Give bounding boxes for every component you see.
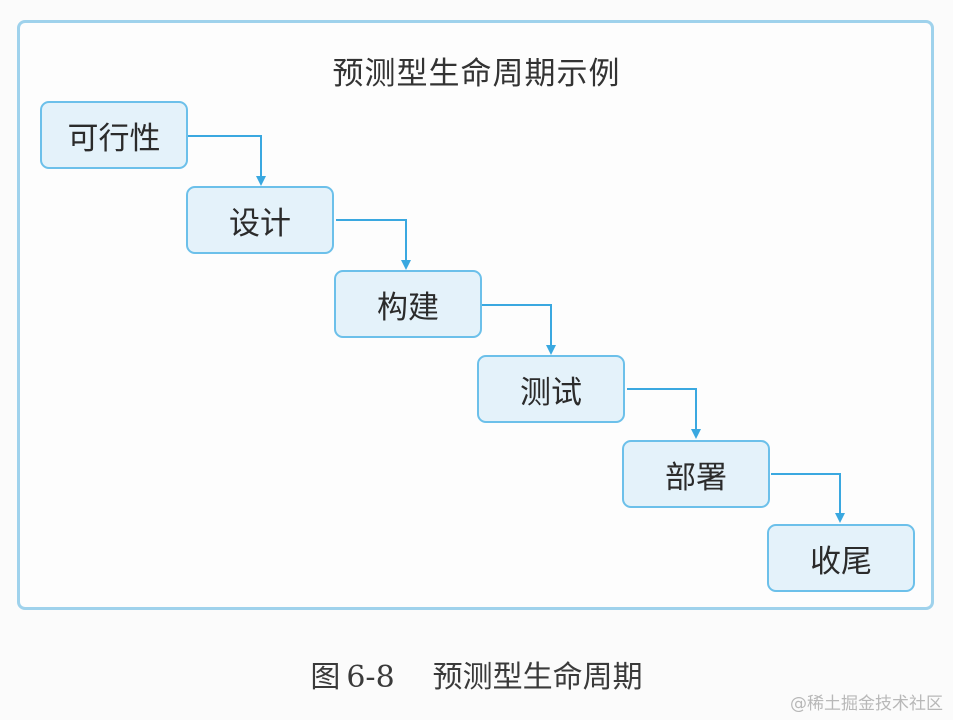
step-build: 构建 [334,270,482,338]
step-design: 设计 [186,186,334,254]
arrow-test-to-deploy [627,388,701,439]
figure-label: 图 [310,660,341,695]
arrow-design-to-build [336,219,411,270]
diagram-title: 预测型生命周期示例 [332,56,621,92]
figure-caption-text: 预测型生命周期 [432,660,643,695]
arrow-build-to-test [482,304,556,355]
step-feasibility: 可行性 [40,101,188,169]
step-deploy: 部署 [622,440,770,508]
figure-number: 6-8 [346,660,395,695]
arrow-deploy-to-closure [771,473,845,523]
arrow-feasibility-to-design [188,135,266,186]
step-test: 测试 [477,355,625,423]
watermark: @稀土掘金技术社区 [790,694,943,714]
step-closure: 收尾 [767,524,915,592]
